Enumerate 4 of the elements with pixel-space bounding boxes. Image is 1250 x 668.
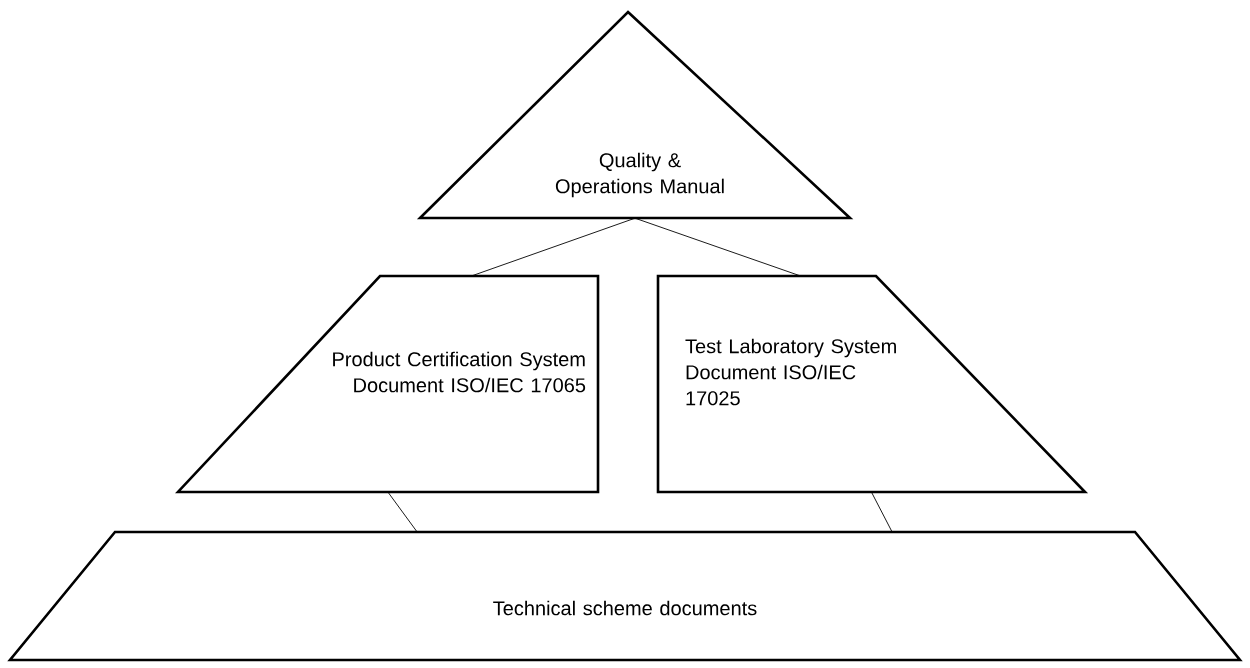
connector-line — [471, 217, 636, 277]
connector-line — [871, 491, 893, 533]
connector-line — [387, 491, 418, 533]
connector-line — [634, 217, 801, 277]
